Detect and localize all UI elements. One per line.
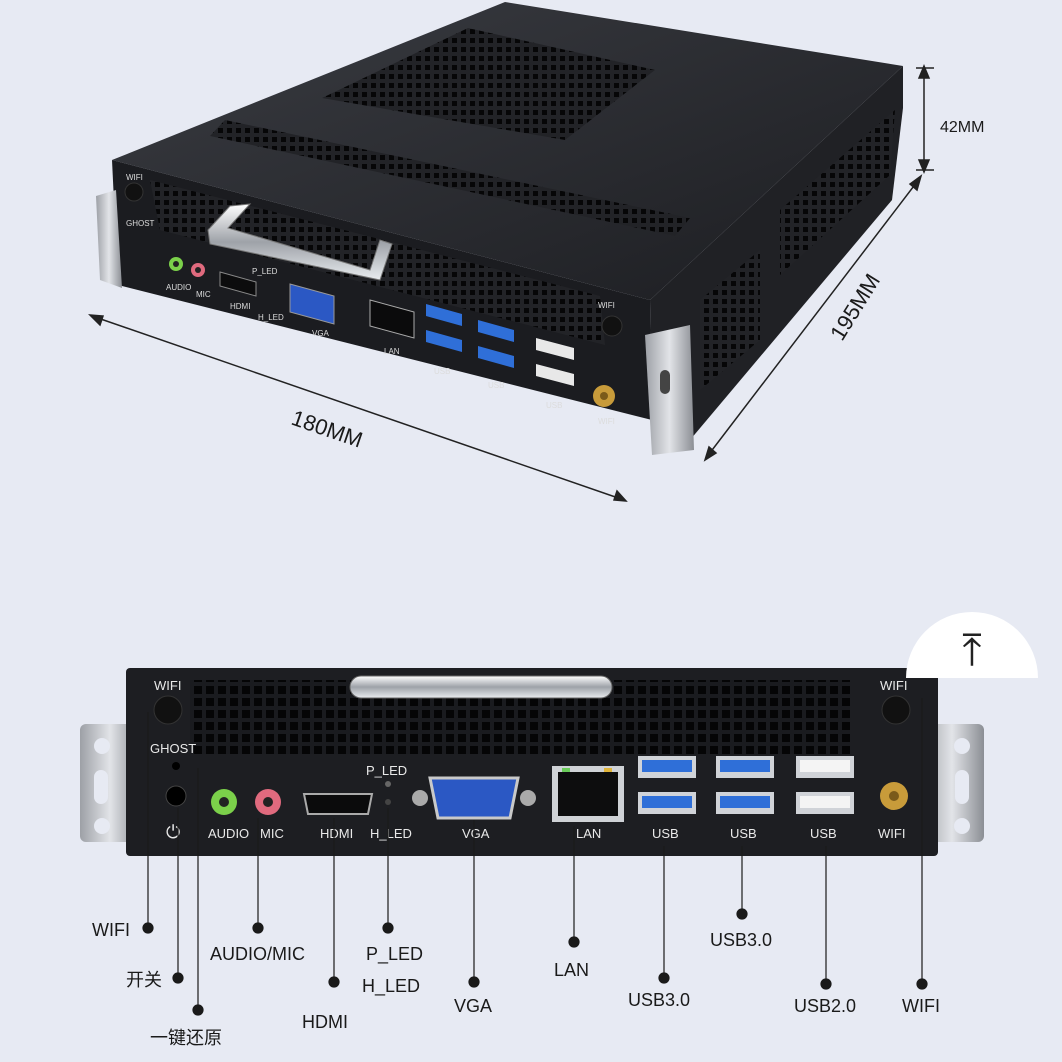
top-label-h-led: H_LED	[258, 313, 284, 322]
front-label-usb-1: USB	[652, 826, 679, 841]
dim-height-label: 42MM	[940, 119, 984, 136]
front-label-lan: LAN	[576, 826, 601, 841]
callout-usb30-b: USB3.0	[710, 930, 772, 950]
callout-hdmi: HDMI	[302, 1012, 348, 1032]
front-label-ghost: GHOST	[150, 741, 196, 756]
top-label-hdmi: HDMI	[230, 302, 250, 311]
callout-h-led: H_LED	[362, 976, 420, 997]
top-vent-strip	[210, 120, 690, 236]
top-label-p-led: P_LED	[252, 267, 278, 276]
callout-wifi-left: WIFI	[92, 920, 130, 940]
callout-restore: 一键还原	[150, 1028, 222, 1048]
top-label-mic: MIC	[196, 290, 211, 299]
arrow-up-to-top-icon: ⤒	[962, 626, 982, 675]
dimension-lines	[88, 64, 934, 502]
power-icon: ⏻	[166, 822, 180, 843]
front-label-usb-3: USB	[810, 826, 837, 841]
usb2-port-b	[800, 796, 850, 808]
wifi-right-screw	[881, 695, 911, 725]
front-label-mic: MIC	[260, 826, 284, 841]
callout-audio-mic: AUDIO/MIC	[210, 944, 305, 964]
wifi-left-screw	[153, 695, 183, 725]
top-label-ghost: GHOST	[126, 219, 155, 228]
vga-port	[289, 283, 335, 325]
handle	[207, 203, 393, 281]
front-label-hdmi: HDMI	[320, 826, 353, 841]
callout-usb20: USB2.0	[794, 996, 856, 1016]
callout-lan: LAN	[554, 960, 589, 980]
top-label-audio: AUDIO	[166, 283, 191, 292]
callout-p-led: P_LED	[366, 944, 423, 965]
top-label-usb-1: USB	[434, 367, 450, 376]
callout-usb30-a: USB3.0	[628, 990, 690, 1010]
front-vga-port	[428, 776, 520, 820]
callout-vga: VGA	[454, 996, 492, 1016]
front-label-p-led: P_LED	[366, 763, 407, 778]
hdmi-port	[219, 271, 257, 297]
callout-leader-lines	[142, 698, 928, 1016]
top-label-lan: LAN	[384, 347, 400, 356]
chassis-top	[112, 2, 903, 300]
front-left-bracket	[80, 724, 140, 842]
left-bracket	[96, 190, 122, 288]
front-label-wifi-left: WIFI	[154, 678, 181, 693]
top-label-wifi-antenna: WIFI	[598, 417, 615, 426]
usb3-port-2a	[720, 760, 770, 772]
front-panel-view: ⏻ WIFI	[80, 668, 984, 856]
dim-width-label: 180MM	[288, 405, 366, 453]
front-label-vga: VGA	[462, 826, 490, 841]
front-handle	[349, 675, 613, 699]
callout-wifi-right: WIFI	[902, 996, 940, 1016]
front-label-wifi-right-top: WIFI	[880, 678, 907, 693]
front-label-usb-2: USB	[730, 826, 757, 841]
callout-power: 开关	[126, 970, 162, 990]
usb3-port-1a	[642, 760, 692, 772]
top-vent	[322, 28, 655, 140]
power-button	[165, 785, 187, 807]
usb2-port-a	[800, 760, 850, 772]
lan-port	[369, 299, 415, 339]
top-label-vga: VGA	[312, 329, 330, 338]
front-label-h-led: H_LED	[370, 826, 412, 841]
usb3-port-2b	[720, 796, 770, 808]
top-label-wifi-left: WIFI	[126, 173, 143, 182]
isometric-product-view: WIFI GHOST AUDIO MIC HDMI P_LED H_LED VG…	[96, 2, 903, 455]
top-label-wifi-right: WIFI	[598, 301, 615, 310]
top-label-usb-3: USB	[546, 401, 562, 410]
front-label-audio: AUDIO	[208, 826, 249, 841]
dim-depth-label: 195MM	[825, 269, 885, 344]
front-label-wifi-right: WIFI	[878, 826, 905, 841]
side-vent	[780, 110, 895, 275]
top-label-usb-2: USB	[488, 381, 504, 390]
front-hdmi-port	[302, 793, 374, 815]
usb3-port-1b	[642, 796, 692, 808]
